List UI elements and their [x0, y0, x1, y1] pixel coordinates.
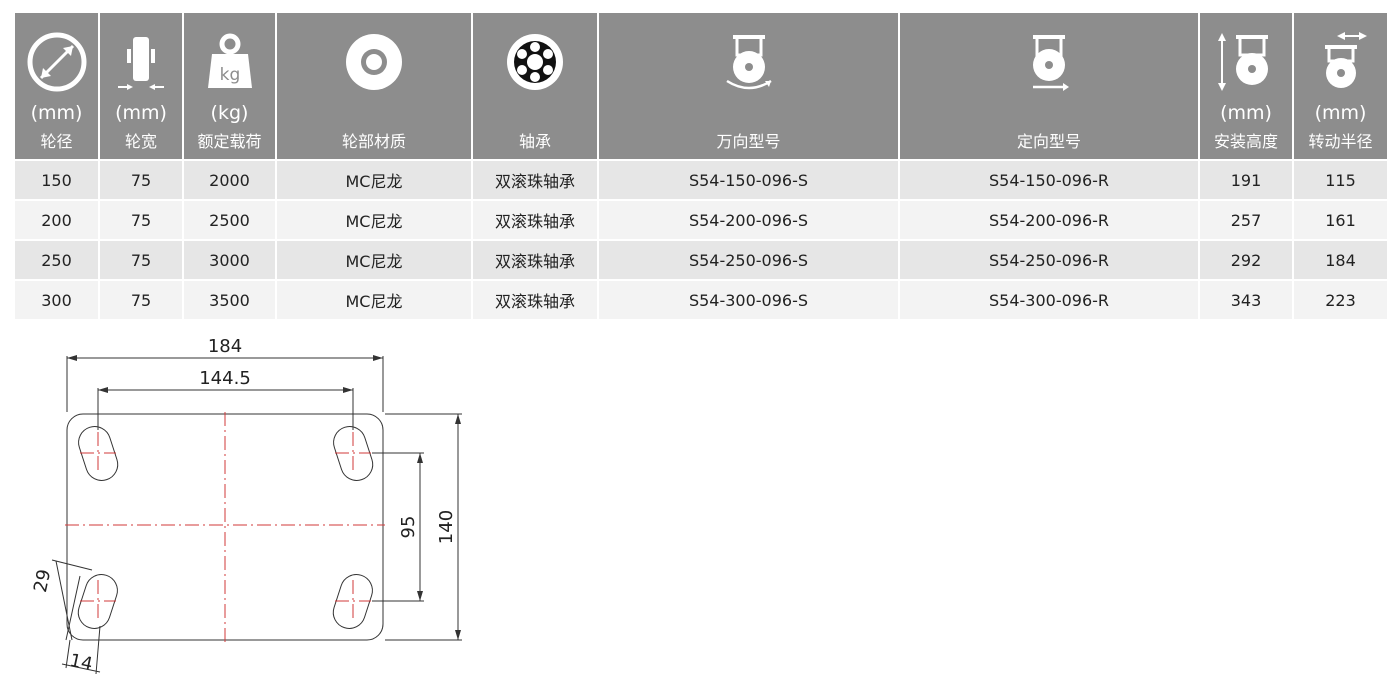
header-row: (mm) 轮径 (mm) 轮宽: [15, 13, 1387, 159]
cell-rated-load: 3500: [184, 279, 277, 319]
cell-wheel-width: 75: [100, 199, 184, 239]
header-swivel-radius: (mm) 转动半径: [1294, 13, 1387, 159]
dim-overall-width: 184: [208, 336, 242, 357]
slot-bottom-right: [332, 574, 373, 629]
swivel-radius-icon: [1324, 32, 1367, 88]
cell-swivel-radius: 223: [1294, 279, 1387, 319]
slot-bottom-left: [77, 574, 118, 629]
header-swivel-model: - 万向型号: [599, 13, 900, 159]
cell-rated-load: 3000: [184, 239, 277, 279]
header-unit: (mm): [1220, 102, 1272, 124]
cell-rated-load: 2500: [184, 199, 277, 239]
cell-bearing: 双滚珠轴承: [473, 239, 599, 279]
header-wheel-material: - 轮部材质: [277, 13, 473, 159]
header-wheel-width: (mm) 轮宽: [100, 13, 184, 159]
cell-swivel-radius: 115: [1294, 159, 1387, 199]
wheel-material-icon: [346, 34, 402, 90]
slot-top-left: [78, 426, 119, 481]
slot-top-right: [333, 426, 374, 481]
header-label: 轴承: [518, 132, 551, 151]
cell-rigid-model: S54-200-096-R: [900, 199, 1200, 239]
spec-table: (mm) 轮径 (mm) 轮宽: [15, 13, 1387, 319]
ball-bearing-icon: [507, 34, 563, 90]
weight-kg-icon: kg: [207, 33, 252, 88]
header-label: 额定载荷: [197, 132, 262, 151]
header-label: 定向型号: [1016, 132, 1081, 151]
header-wheel-diameter: (mm) 轮径: [15, 13, 100, 159]
cell-wheel-material: MC尼龙: [277, 239, 473, 279]
cell-mounting-height: 292: [1200, 239, 1294, 279]
cell-swivel-radius: 161: [1294, 199, 1387, 239]
header-mounting-height: (mm) 安装高度: [1200, 13, 1294, 159]
dim-slot-width: 14: [68, 650, 95, 675]
header-label: 万向型号: [716, 132, 781, 151]
cell-rigid-model: S54-300-096-R: [900, 279, 1200, 319]
header-label: 转动半径: [1308, 132, 1373, 151]
dim-hole-spacing-width: 144.5: [199, 368, 251, 389]
dimension-lines: [51, 355, 462, 675]
cell-wheel-diameter: 150: [15, 159, 100, 199]
header-rated-load: kg (kg) 额定载荷: [184, 13, 277, 159]
mounting-plate-drawing: 184 144.5 95 140 29 14: [30, 336, 462, 675]
header-unit: (kg): [210, 102, 249, 124]
cell-mounting-height: 343: [1200, 279, 1294, 319]
cell-swivel-model: S54-200-096-S: [599, 199, 900, 239]
header-unit: (mm): [115, 102, 167, 124]
cell-wheel-width: 75: [100, 159, 184, 199]
cell-wheel-width: 75: [100, 279, 184, 319]
cell-swivel-model: S54-300-096-S: [599, 279, 900, 319]
table-row: 250 75 3000 MC尼龙 双滚珠轴承 S54-250-096-S S54…: [15, 239, 1387, 279]
cell-wheel-material: MC尼龙: [277, 279, 473, 319]
cell-swivel-model: S54-250-096-S: [599, 239, 900, 279]
cell-wheel-diameter: 300: [15, 279, 100, 319]
rigid-caster-icon: [1033, 35, 1069, 91]
cell-wheel-width: 75: [100, 239, 184, 279]
table-row: 200 75 2500 MC尼龙 双滚珠轴承 S54-200-096-S S54…: [15, 199, 1387, 239]
cell-wheel-diameter: 250: [15, 239, 100, 279]
cell-wheel-diameter: 200: [15, 199, 100, 239]
header-label: 安装高度: [1213, 132, 1278, 151]
weight-kg-text: kg: [219, 65, 240, 85]
cell-mounting-height: 191: [1200, 159, 1294, 199]
table-row: 150 75 2000 MC尼龙 双滚珠轴承 S54-150-096-S S54…: [15, 159, 1387, 199]
swivel-caster-icon: [725, 35, 772, 90]
cell-bearing: 双滚珠轴承: [473, 159, 599, 199]
table-row: 300 75 3500 MC尼龙 双滚珠轴承 S54-300-096-S S54…: [15, 279, 1387, 319]
cell-swivel-radius: 184: [1294, 239, 1387, 279]
centerlines: [65, 412, 385, 642]
dim-overall-height: 140: [436, 510, 457, 544]
dim-slot-length: 29: [30, 567, 55, 594]
cell-swivel-model: S54-150-096-S: [599, 159, 900, 199]
header-unit: (mm): [30, 102, 83, 124]
header-bearing: - 轴承: [473, 13, 599, 159]
cell-mounting-height: 257: [1200, 199, 1294, 239]
header-unit: (mm): [1314, 102, 1367, 124]
header-label: 轮部材质: [341, 132, 406, 151]
cell-rated-load: 2000: [184, 159, 277, 199]
dim-hole-spacing-height: 95: [398, 516, 419, 539]
cell-wheel-material: MC尼龙: [277, 159, 473, 199]
cell-wheel-material: MC尼龙: [277, 199, 473, 239]
mounting-height-icon: [1218, 33, 1268, 91]
cell-rigid-model: S54-150-096-R: [900, 159, 1200, 199]
header-label: 轮宽: [124, 132, 157, 151]
cell-bearing: 双滚珠轴承: [473, 279, 599, 319]
wheel-width-icon: [118, 37, 164, 90]
wheel-diameter-icon: [27, 32, 86, 92]
cell-rigid-model: S54-250-096-R: [900, 239, 1200, 279]
header-rigid-model: - 定向型号: [900, 13, 1200, 159]
cell-bearing: 双滚珠轴承: [473, 199, 599, 239]
header-label: 轮径: [40, 132, 73, 151]
